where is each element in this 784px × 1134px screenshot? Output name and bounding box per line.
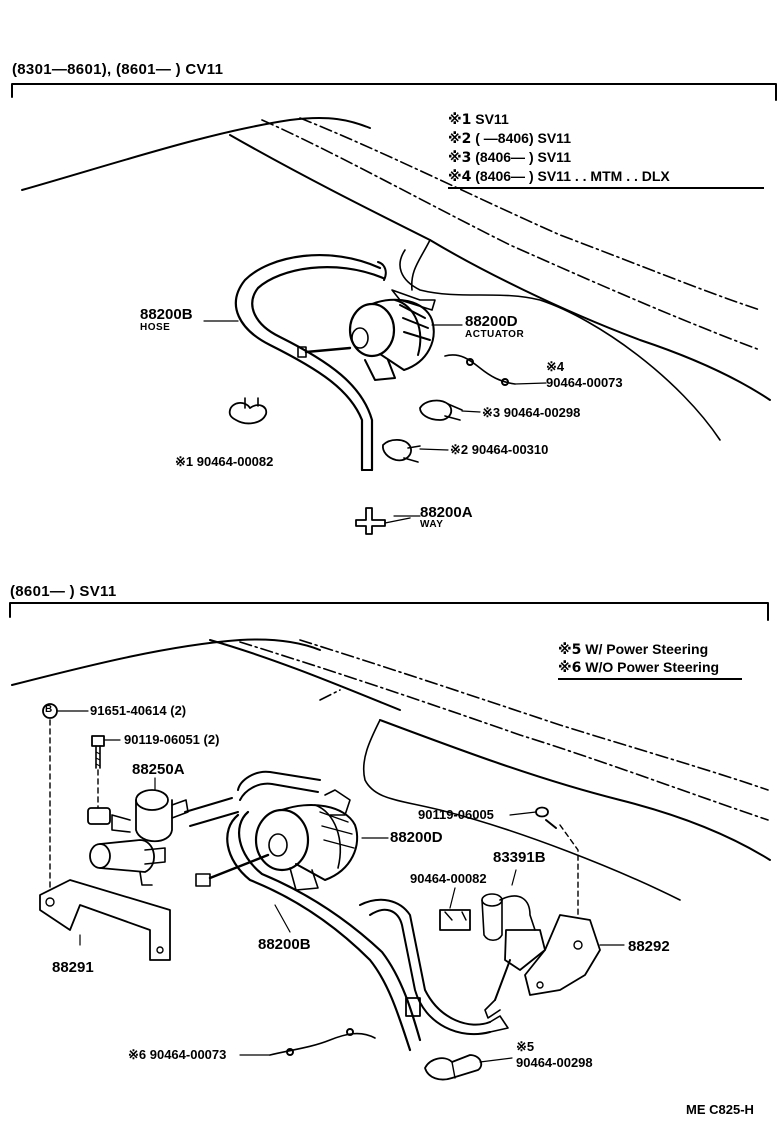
hose-part-number: 88200B (140, 306, 193, 323)
section2-vsv-drawing (39, 789, 189, 961)
section2-header-bracket (9, 602, 769, 621)
legend-item-2: ※2 ( —8406) SV11 (448, 131, 571, 146)
legend-text: (8406— ) SV11 . . MTM . . DLX (475, 168, 670, 184)
section1-leader-lines (203, 320, 547, 517)
actuator-name: ACTUATOR (465, 329, 525, 340)
clamp5-mark: ※5 (516, 1039, 535, 1054)
clamp73-label: ※6 90464-00073 (128, 1047, 227, 1062)
bolt-right-part-number: 90119-06005 (418, 807, 494, 822)
actuator-part-number-2: 88200D (390, 829, 443, 846)
clamp82-part-number: 90464-00082 (410, 871, 487, 886)
clamp1-label: ※1 90464-00082 (175, 454, 274, 469)
actuator-part-number: 88200D (465, 313, 518, 330)
way-part-number: 88200A (420, 504, 473, 521)
legend-item-6: ※6 W/O Power Steering (558, 660, 719, 675)
clamp4-part-number: 90464-00073 (546, 375, 623, 390)
section2-dashed-guides (49, 719, 579, 916)
clamp3-label: ※3 90464-00298 (482, 405, 581, 420)
legend-mark: ※6 (558, 660, 582, 676)
legend-text: ( —8406) SV11 (475, 130, 571, 146)
sensor-part-number: 83391B (493, 849, 546, 866)
footer-code: ME C825-H (686, 1102, 754, 1117)
bolt-part-number: 90119-06051 (2) (124, 732, 220, 747)
legend-mark: ※4 (448, 169, 472, 185)
section2-body-outline (11, 638, 771, 901)
section2-actuator-drawing (184, 770, 359, 891)
legend-item-3: ※3 (8406— ) SV11 (448, 150, 571, 165)
legend-item-5: ※5 W/ Power Steering (558, 642, 708, 657)
nut-mark: B (45, 704, 53, 715)
nut-part-number: 91651-40614 (2) (90, 703, 187, 718)
hose-part-number-2: 88200B (258, 936, 311, 953)
legend-underline (448, 187, 764, 189)
legend-underline (558, 678, 742, 680)
section2-hose-line (226, 810, 509, 1052)
legend-mark: ※2 (448, 131, 472, 147)
section2-header: (8601— ) SV11 (10, 583, 117, 600)
section1-header: (8301—8601), (8601— ) CV11 (12, 61, 224, 78)
way-name: WAY (420, 519, 444, 530)
section2-fasteners (42, 703, 557, 829)
legend-item-1: ※1 SV11 (448, 112, 509, 127)
section1-body-outline (21, 117, 771, 441)
hose-name: HOSE (140, 322, 171, 333)
section1-clamps (228, 354, 516, 463)
legend-item-4: ※4 (8406— ) SV11 . . MTM . . DLX (448, 169, 670, 184)
bracket-right-part-number: 88292 (628, 938, 670, 955)
legend-text: W/ Power Steering (585, 641, 709, 657)
clamp2-label: ※2 90464-00310 (450, 442, 549, 457)
legend-text: W/O Power Steering (585, 659, 720, 675)
clamp4-mark: ※4 (546, 359, 565, 374)
bracket-left-part-number: 88291 (52, 959, 94, 976)
legend-text: SV11 (475, 111, 509, 127)
legend-mark: ※3 (448, 150, 472, 166)
legend-mark: ※1 (448, 112, 472, 128)
clamp5-part-number: 90464-00298 (516, 1055, 593, 1070)
legend-text: (8406— ) SV11 (475, 149, 571, 165)
vsv-part-number: 88250A (132, 761, 185, 778)
legend-mark: ※5 (558, 642, 582, 658)
section1-hose-line (234, 253, 387, 472)
section1-way-fitting (355, 507, 411, 535)
section2-clamps (269, 1028, 483, 1081)
section1-header-bracket (11, 83, 777, 101)
section1-actuator-drawing (297, 289, 436, 381)
section2-sensor-drawing (439, 893, 601, 1019)
section2-leader-lines (57, 710, 625, 1063)
